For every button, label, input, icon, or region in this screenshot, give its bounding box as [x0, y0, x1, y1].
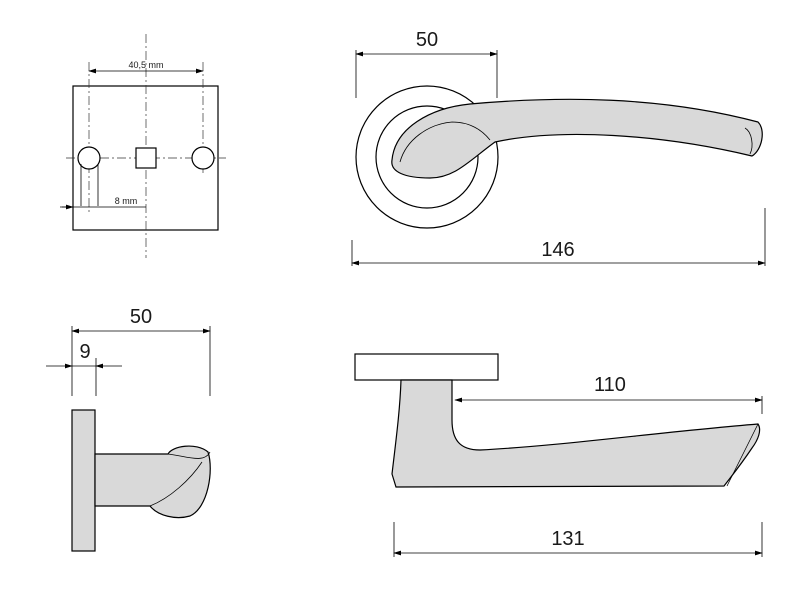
- lever-underside-edge: [149, 461, 203, 507]
- lever-tip-edge: [167, 451, 211, 459]
- hole-spacing-label: 40,5 mm: [128, 60, 163, 70]
- rose-side-profile: [71, 409, 96, 552]
- overall-dimension-label: 131: [551, 528, 584, 550]
- width-dimension-label: 50: [416, 29, 438, 51]
- lever-top-profile: [391, 379, 761, 488]
- lever-top-view: 110 131: [354, 353, 763, 557]
- projection-dimension-label: 50: [130, 306, 152, 328]
- thickness-dimension-label: 9: [79, 341, 90, 363]
- spindle-square-hole: [135, 147, 157, 169]
- drilling-template-view: 40,5 mm 8 mm: [60, 34, 226, 258]
- length-dimension-label: 146: [541, 239, 574, 261]
- lever-body: [391, 98, 763, 179]
- rose-top-profile: [354, 353, 499, 381]
- lever-tip-curve: [744, 127, 753, 155]
- grip-dimension-label: 110: [594, 374, 626, 396]
- lever-neck-curve: [399, 121, 491, 163]
- left-screw-hole: [77, 146, 101, 170]
- offset-label: 8 mm: [115, 196, 138, 206]
- lever-front-view: 50 146: [351, 29, 766, 266]
- right-screw-hole: [191, 146, 215, 170]
- lever-end-edge: [726, 423, 759, 487]
- lever-side-view: 50 9: [46, 306, 211, 552]
- lever-side-profile: [94, 445, 211, 519]
